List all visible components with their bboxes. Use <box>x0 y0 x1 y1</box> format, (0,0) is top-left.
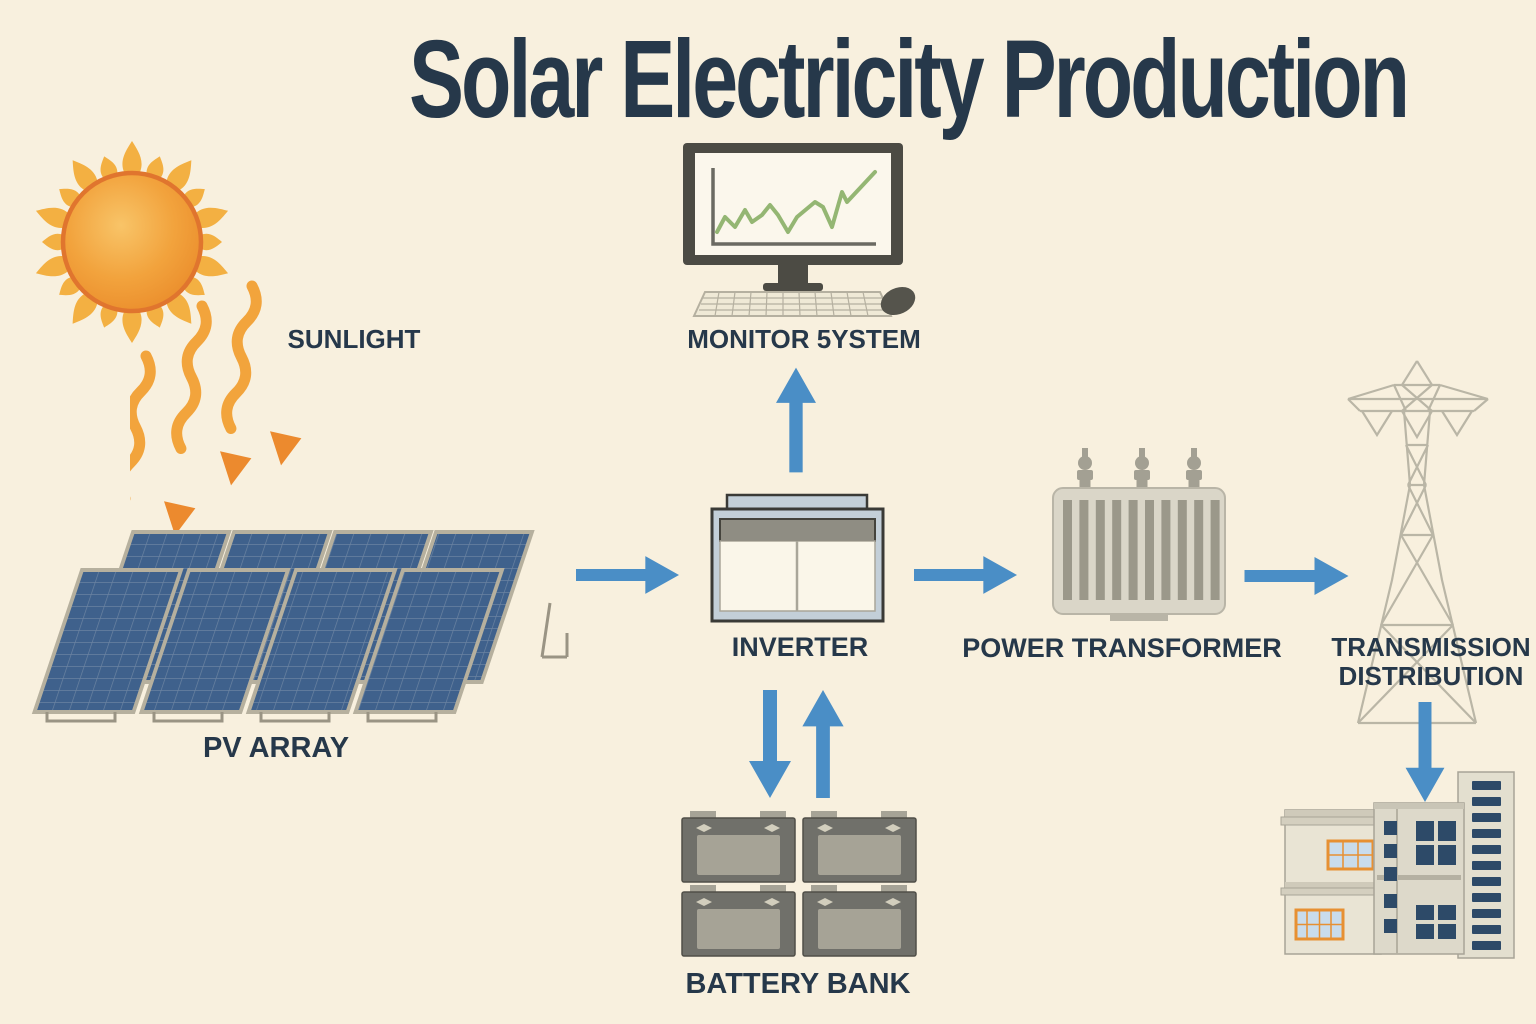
power-transformer-icon <box>1052 448 1226 621</box>
transmission-tower-icon <box>1347 360 1489 725</box>
battery-bank-icon <box>681 810 917 957</box>
pv-array-icon <box>31 530 569 723</box>
house-window-upper <box>1326 839 1375 871</box>
flow-arrow-inverter-to-transformer <box>914 556 1018 594</box>
monitor-icon <box>683 143 916 317</box>
inverter-label: INVERTER <box>731 632 869 662</box>
pv-front-row <box>31 568 505 714</box>
transmission-label-line1: TRANSMISSION <box>1331 632 1531 662</box>
sunlight-label: SUNLIGHT <box>287 324 421 354</box>
pv-array-label: PV ARRAY <box>202 732 350 764</box>
flow-arrow-battery-to-inverter <box>802 690 844 798</box>
transformer-bushings <box>1077 448 1202 488</box>
power-transformer-label: POWER TRANSFORMER <box>962 633 1282 663</box>
pv-stands <box>45 712 438 723</box>
middle-building <box>1373 802 1465 955</box>
monitor-base <box>763 283 823 291</box>
keyboard-icon <box>692 291 893 317</box>
sunlight-rays-icon <box>130 280 302 536</box>
monitor-stand <box>778 265 808 283</box>
buildings-icon <box>1280 771 1515 959</box>
flow-arrow-pv-to-inverter <box>576 556 680 594</box>
house-building <box>1280 809 1386 955</box>
house-window-lower <box>1294 908 1345 941</box>
tall-building <box>1457 771 1515 959</box>
transmission-label: TRANSMISSION DISTRIBUTION <box>1331 632 1531 692</box>
flow-arrow-transmission-to-buildings <box>1405 702 1445 802</box>
flow-arrow-inverter-to-monitor <box>776 367 816 473</box>
sun-core <box>60 170 204 314</box>
flow-arrow-transformer-to-transmission <box>1244 557 1349 595</box>
sun-icon <box>32 141 232 343</box>
mouse-icon <box>880 286 916 316</box>
monitor-screen <box>695 153 891 255</box>
flow-arrow-inverter-to-battery <box>749 690 791 798</box>
transformer-ribs <box>1063 500 1220 600</box>
diagram-title: Solar Electricity Production <box>409 18 1410 141</box>
chart-line <box>715 170 877 234</box>
monitor-system-label: MONITOR 5YSTEM <box>687 324 921 354</box>
inverter-icon <box>710 493 885 623</box>
transmission-label-line2: DISTRIBUTION <box>1338 661 1524 692</box>
chart-axes <box>711 168 876 246</box>
battery-bank-label: BATTERY BANK <box>685 968 911 1000</box>
